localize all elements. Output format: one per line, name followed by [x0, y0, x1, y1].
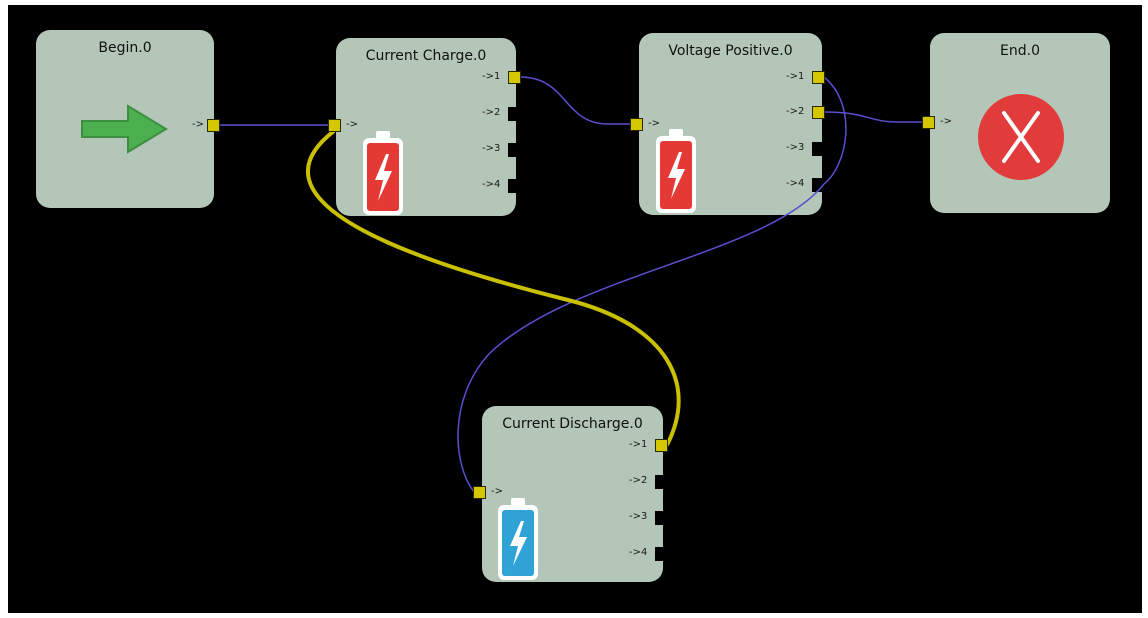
- voltage-output-label-4: ->4: [786, 178, 805, 189]
- wire-charge-to-voltage[interactable]: [519, 76, 630, 125]
- charge-output-port-1[interactable]: [508, 71, 521, 84]
- voltage-output-notch-3[interactable]: [812, 142, 823, 156]
- voltage-output-label-3: ->3: [786, 142, 805, 153]
- charge-input-label: ->: [346, 119, 358, 130]
- begin-output-label: ->: [192, 119, 204, 130]
- voltage-output-label-2: ->2: [786, 106, 805, 117]
- battery-discharge-icon: [498, 498, 538, 580]
- charge-output-notch-2[interactable]: [508, 107, 519, 121]
- node-title: Begin.0: [98, 40, 152, 56]
- wire-voltage-loop[interactable]: [823, 76, 847, 185]
- charge-output-label-2: ->2: [482, 107, 501, 118]
- node-begin[interactable]: Begin.0: [36, 30, 214, 208]
- voltage-input-label: ->: [648, 118, 660, 129]
- voltage-output-label-1: ->1: [786, 71, 805, 82]
- begin-output-port[interactable]: [207, 119, 220, 132]
- discharge-output-notch-2[interactable]: [655, 475, 666, 489]
- discharge-input-port[interactable]: [473, 486, 486, 499]
- node-title: Current Discharge.0: [502, 416, 643, 432]
- discharge-output-label-3: ->3: [629, 511, 648, 522]
- end-input-port[interactable]: [922, 116, 935, 129]
- node-title: Voltage Positive.0: [668, 43, 793, 59]
- discharge-output-label-4: ->4: [629, 547, 648, 558]
- battery-charge-icon: [363, 131, 403, 215]
- charge-input-port[interactable]: [328, 119, 341, 132]
- charge-output-label-4: ->4: [482, 179, 501, 190]
- close-x-icon: [978, 94, 1064, 180]
- voltage-output-port-1[interactable]: [812, 71, 825, 84]
- end-input-label: ->: [940, 116, 952, 127]
- discharge-output-port-1[interactable]: [655, 439, 668, 452]
- discharge-output-label-2: ->2: [629, 475, 648, 486]
- arrow-right-icon: [81, 104, 168, 154]
- charge-output-label-1: ->1: [482, 71, 501, 82]
- node-title: Current Charge.0: [365, 48, 487, 64]
- voltage-input-port[interactable]: [630, 118, 643, 131]
- charge-output-label-3: ->3: [482, 143, 501, 154]
- flow-canvas[interactable]: Begin.0 -> Current Charge.0 -> ->1 ->2 -…: [8, 5, 1142, 613]
- battery-voltage-icon: [656, 129, 696, 213]
- voltage-output-port-2[interactable]: [812, 106, 825, 119]
- discharge-input-label: ->: [491, 486, 503, 497]
- voltage-output-notch-4[interactable]: [812, 178, 823, 192]
- node-title: End.0: [1000, 43, 1040, 59]
- discharge-output-notch-4[interactable]: [655, 547, 666, 561]
- charge-output-notch-4[interactable]: [508, 179, 519, 193]
- charge-output-notch-3[interactable]: [508, 143, 519, 157]
- node-end[interactable]: End.0: [930, 33, 1110, 213]
- discharge-output-label-1: ->1: [629, 439, 648, 450]
- discharge-output-notch-3[interactable]: [655, 511, 666, 525]
- wire-voltage-to-end[interactable]: [823, 111, 922, 123]
